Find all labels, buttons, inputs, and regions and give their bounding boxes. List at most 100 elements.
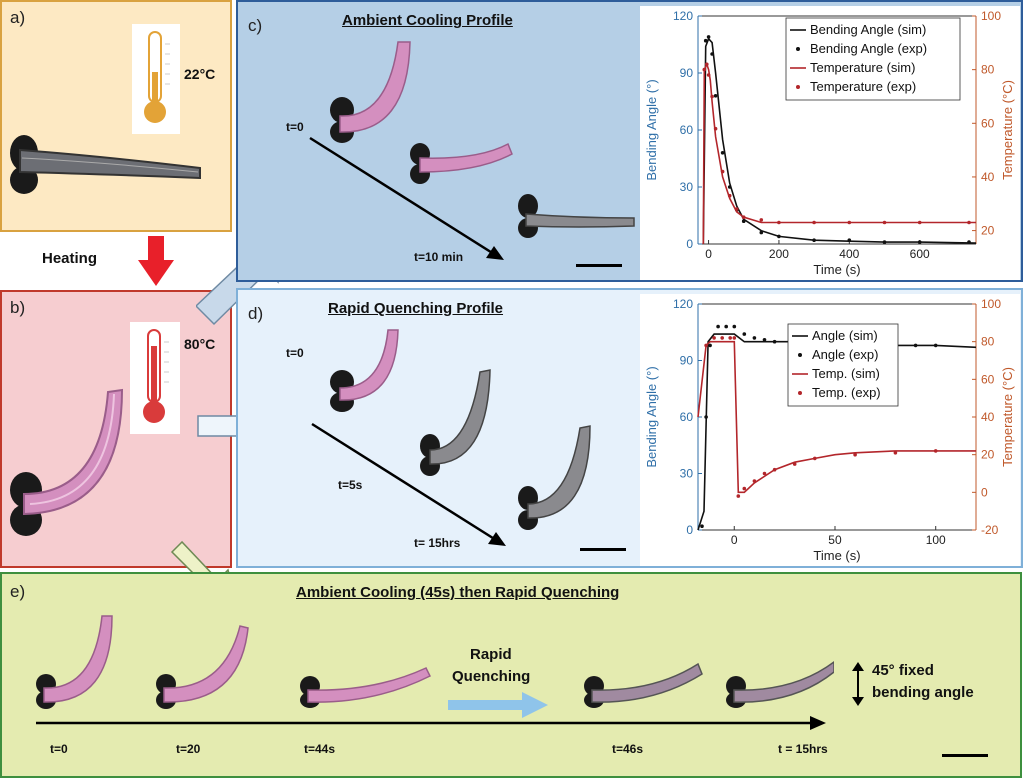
temperature-label-a: 22°C	[184, 66, 216, 82]
timeline-arrow-icon	[36, 716, 826, 730]
cooling-actuator-images	[330, 41, 635, 238]
rapid-label-1: Rapid	[470, 646, 512, 663]
series-point-3	[917, 220, 922, 225]
legend-label: Bending Angle (sim)	[810, 22, 926, 37]
series-point-3	[732, 336, 737, 340]
legend-swatch	[796, 47, 800, 51]
y2-tick-label: 40	[981, 410, 995, 424]
series-point-1	[713, 94, 718, 98]
series-point-3	[792, 462, 797, 466]
time-arrow-c-icon	[309, 136, 504, 260]
series-point-1	[741, 219, 746, 223]
legend-swatch	[798, 391, 802, 395]
panel-b: b) 80°C	[0, 290, 232, 568]
legend-swatch	[798, 353, 802, 357]
series-point-1	[752, 336, 757, 340]
series-point-1	[710, 52, 714, 56]
x-tick-label: 200	[769, 247, 789, 261]
series-point-3	[712, 336, 716, 340]
y-tick-label: 90	[680, 66, 694, 80]
e-time-1: t=20	[176, 742, 201, 756]
series-point-3	[734, 207, 739, 211]
y-tick-label: 0	[686, 523, 693, 537]
series-point-3	[728, 336, 732, 340]
series-point-3	[727, 193, 732, 198]
x-tick-label: 100	[926, 533, 946, 547]
series-point-3	[710, 94, 714, 99]
rapid-quench-arrow-icon	[448, 692, 548, 718]
series-point-1	[716, 324, 720, 329]
series-point-3	[720, 169, 725, 174]
panel-c: c) Ambient Cooling Profile t=0 t=10 min …	[236, 0, 1023, 282]
scale-bar-c	[576, 264, 622, 267]
series-point-3	[967, 220, 971, 225]
y2-tick-label: 80	[981, 63, 995, 77]
panel-d-t1: t=5s	[338, 478, 363, 492]
x-tick-label: 0	[705, 247, 712, 261]
fixed-label-1: 45° fixed	[872, 662, 934, 679]
y2-tick-label: 20	[981, 224, 995, 238]
series-point-1	[732, 324, 737, 329]
y2-tick-label: 0	[981, 485, 988, 499]
y2-axis-label: Temperature (°C)	[1000, 367, 1015, 467]
e-time-3: t=46s	[612, 742, 644, 756]
panel-d-label: d)	[248, 304, 264, 323]
series-point-3	[713, 126, 718, 131]
series-point-1	[727, 185, 732, 189]
legend-label: Temperature (exp)	[810, 79, 916, 94]
legend-label: Temperature (sim)	[810, 60, 915, 75]
series-point-3	[762, 471, 767, 476]
scale-bar-d	[580, 548, 626, 551]
y2-tick-label: 20	[981, 448, 995, 462]
fixed-angle-arrow-icon	[852, 662, 864, 706]
series-line-0	[697, 333, 977, 531]
panel-b-label: b)	[10, 298, 26, 317]
series-point-3	[704, 343, 708, 348]
series-point-1	[700, 524, 704, 528]
series-point-1	[772, 339, 777, 344]
series-point-1	[777, 234, 781, 239]
heating-label: Heating	[42, 250, 98, 267]
series-point-3	[705, 62, 709, 67]
series-point-3	[812, 220, 816, 225]
scale-bar-e	[942, 754, 988, 757]
series-point-1	[847, 238, 852, 242]
series-point-1	[720, 151, 725, 155]
series-point-1	[913, 343, 918, 348]
series-point-1	[762, 338, 767, 342]
y-tick-label: 120	[673, 9, 693, 23]
thermometer-cold-icon	[132, 24, 180, 134]
y2-tick-label: 100	[981, 297, 1001, 311]
quench-actuator-images	[330, 329, 591, 530]
y-tick-label: 60	[680, 410, 694, 424]
series-point-3	[847, 220, 852, 225]
x-tick-label: 50	[828, 533, 842, 547]
legend-swatch	[796, 85, 800, 89]
y2-tick-label: 60	[981, 372, 995, 386]
legend-label: Temp. (sim)	[812, 366, 880, 381]
panel-d: d) Rapid Quenching Profile t=0 t=5s t= 1…	[236, 288, 1023, 568]
x-axis-label: Time (s)	[813, 548, 860, 563]
series-point-1	[882, 240, 887, 244]
series-point-3	[742, 486, 747, 491]
y2-tick-label: 80	[981, 335, 995, 349]
panel-d-title: Rapid Quenching Profile	[328, 300, 504, 317]
series-point-3	[706, 73, 711, 77]
y-tick-label: 120	[673, 297, 693, 311]
series-point-1	[724, 324, 728, 329]
thermometer-hot-icon	[130, 322, 180, 434]
y2-tick-label: -20	[981, 523, 999, 537]
panel-c-label: c)	[248, 16, 263, 35]
x-tick-label: 600	[910, 247, 930, 261]
series-point-3	[777, 220, 781, 225]
heating-arrow-icon	[138, 236, 174, 286]
series-point-3	[702, 67, 707, 72]
panel-a-label: a)	[10, 8, 26, 27]
series-point-3	[772, 467, 777, 472]
y2-tick-label: 60	[981, 116, 995, 130]
legend-label: Temp. (exp)	[812, 385, 881, 400]
